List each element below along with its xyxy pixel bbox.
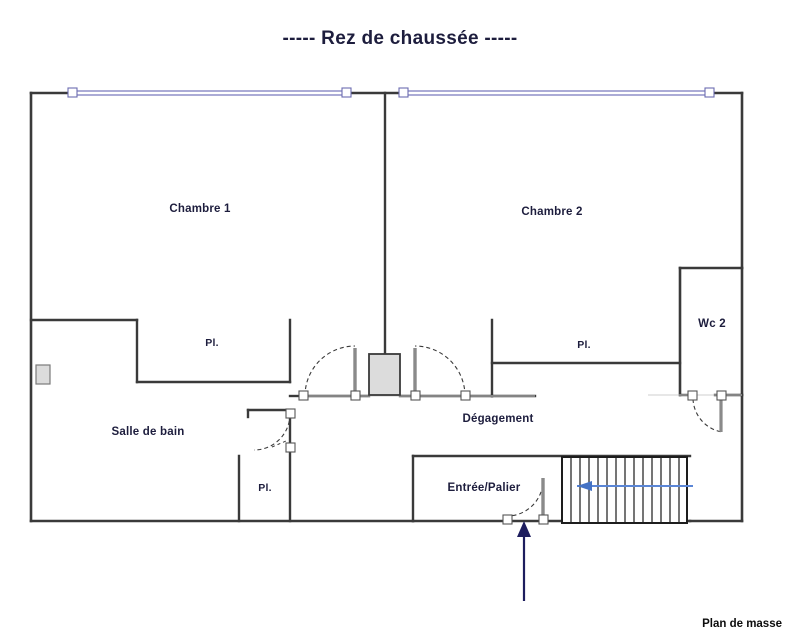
window-marker xyxy=(341,87,352,98)
room-label-chambre-2: Chambre 2 xyxy=(521,206,583,218)
page-title: ----- Rez de chaussée ----- xyxy=(282,28,518,49)
room-label-entree-palier: Entrée/Palier xyxy=(447,482,521,494)
room-label-degagement: Dégagement xyxy=(462,413,534,425)
window-top-left xyxy=(67,87,352,98)
window-marker xyxy=(398,87,409,98)
room-label-wc-2: Wc 2 xyxy=(698,318,726,330)
plan-footer-note: Plan de masse xyxy=(702,618,782,630)
staircase xyxy=(561,456,693,524)
door-wc-2 xyxy=(687,390,727,433)
door-hinge-marker xyxy=(298,390,309,401)
room-label-placard-bas: Pl. xyxy=(258,482,272,494)
room-label-salle-de-bain: Salle de bain xyxy=(111,426,185,438)
central-pillar xyxy=(368,353,401,396)
door-chambre-1 xyxy=(298,345,361,401)
door-hinge-marker xyxy=(687,390,698,401)
stair-direction-arrow xyxy=(577,481,693,491)
door-hinge-marker xyxy=(350,390,361,401)
door-hinge-marker xyxy=(285,442,296,453)
room-label-placard-degagement: Pl. xyxy=(577,339,591,351)
room-label-chambre-1: Chambre 1 xyxy=(169,203,231,215)
window-top-right xyxy=(398,87,715,98)
window-left-wall xyxy=(35,364,51,385)
door-hinge-marker xyxy=(460,390,471,401)
door-hinge-marker xyxy=(538,514,549,525)
door-entree xyxy=(502,477,549,525)
door-hinge-marker xyxy=(285,408,296,419)
window-marker xyxy=(704,87,715,98)
exterior-walls xyxy=(29,91,744,523)
placard-bas-marker xyxy=(271,440,287,448)
door-hinge-marker xyxy=(410,390,421,401)
door-hinge-marker xyxy=(502,514,513,525)
door-chambre-2 xyxy=(410,345,471,401)
door-hinge-marker xyxy=(716,390,727,401)
window-marker xyxy=(67,87,78,98)
door-salle-de-bain xyxy=(253,408,296,453)
entry-direction-arrow xyxy=(517,521,531,601)
room-label-placard-salle-de-bain: Pl. xyxy=(205,337,219,349)
